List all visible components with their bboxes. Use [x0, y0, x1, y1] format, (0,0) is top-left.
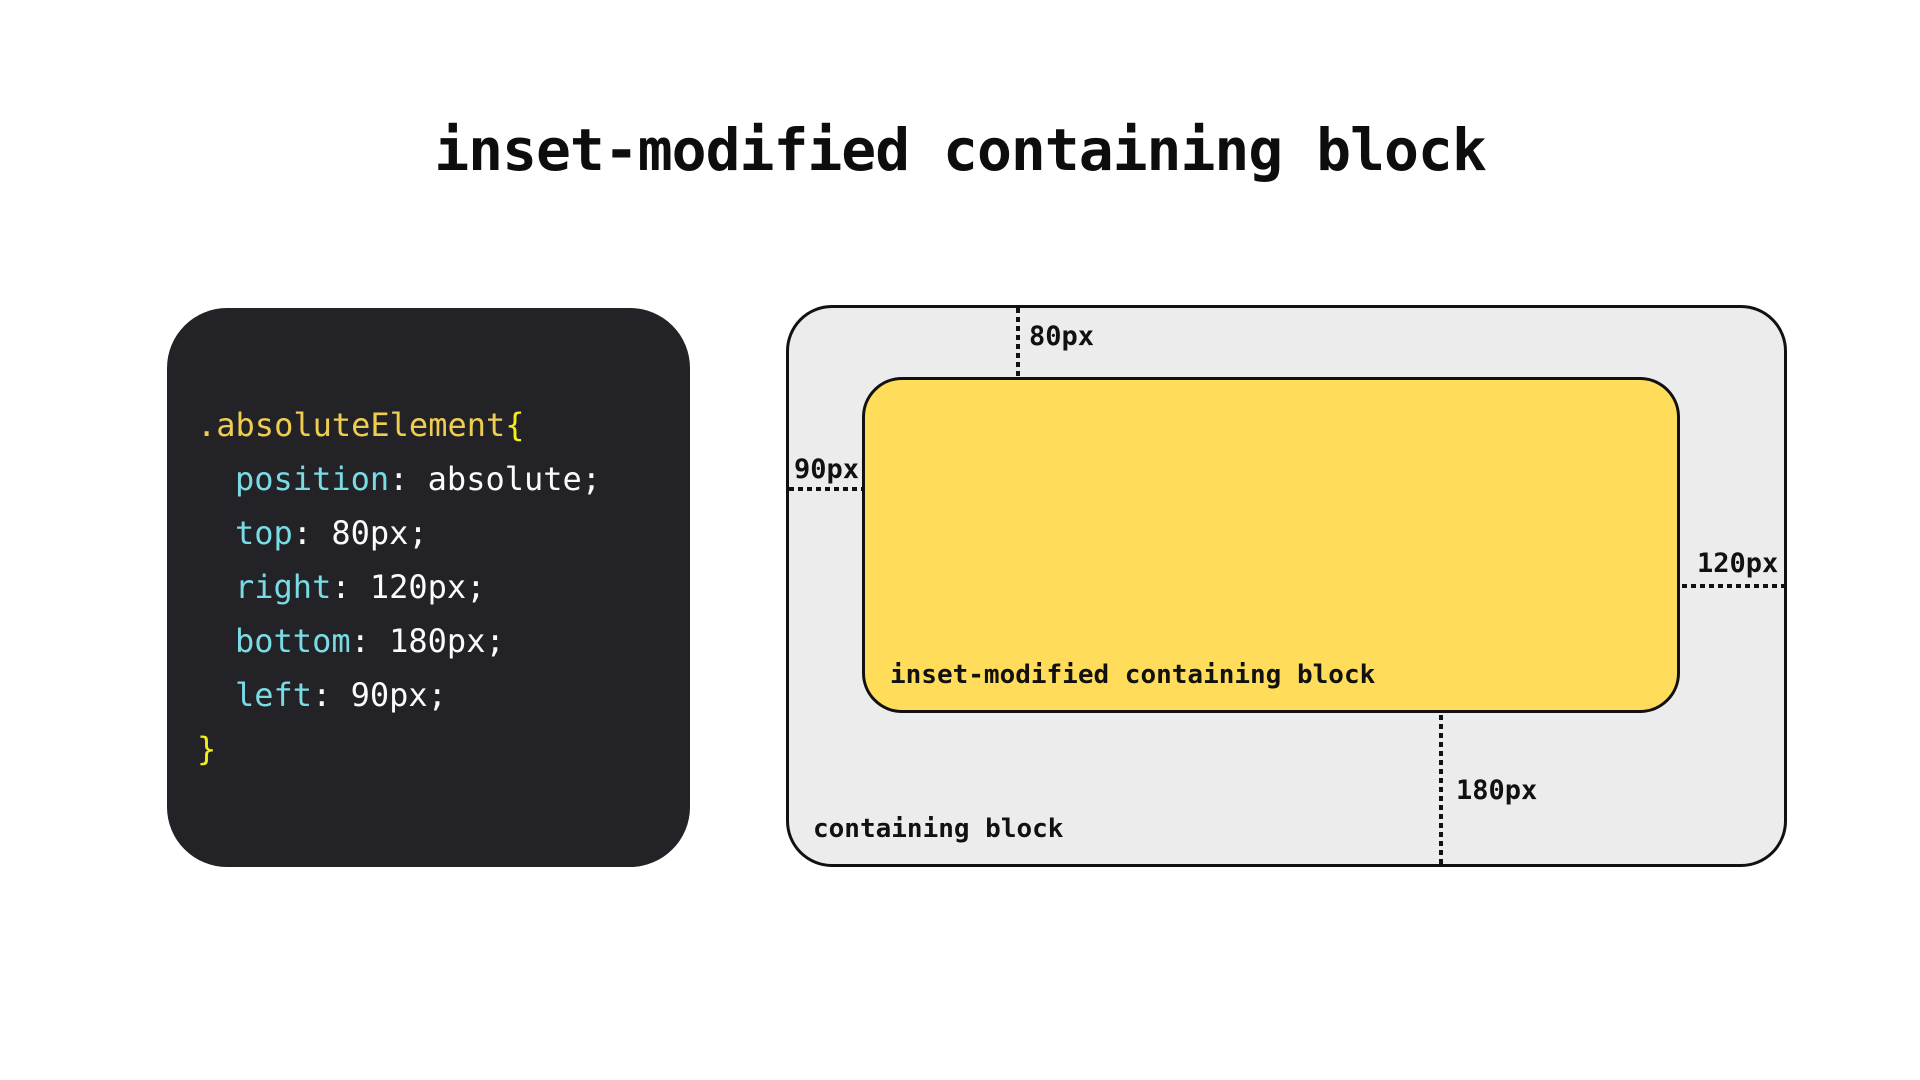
code-line-left: left: 90px;	[197, 668, 690, 722]
open-brace-token: {	[505, 406, 525, 444]
css-value-token: : absolute;	[389, 460, 602, 498]
containing-block: inset-modified containing block 80px 90p…	[786, 305, 1787, 867]
css-value-token: : 80px;	[292, 514, 428, 552]
right-inset-dotted-line	[1682, 584, 1787, 588]
right-inset-label: 120px	[1697, 548, 1779, 579]
css-property-token: left	[235, 676, 313, 714]
left-inset-label: 90px	[794, 454, 860, 485]
containing-block-label: containing block	[813, 814, 1064, 844]
left-inset-dotted-line	[789, 487, 862, 491]
css-value-token: : 180px;	[350, 622, 505, 660]
css-code-panel: .absoluteElement{ position: absolute; to…	[167, 308, 690, 867]
bottom-inset-label: 180px	[1456, 775, 1538, 806]
close-brace-token: }	[197, 730, 217, 768]
css-property-token: top	[235, 514, 293, 552]
css-value-token: : 120px;	[331, 568, 486, 606]
page-title: inset-modified containing block	[434, 116, 1487, 184]
bottom-inset-dotted-line	[1439, 715, 1443, 865]
code-line-top: top: 80px;	[197, 506, 690, 560]
css-selector-token: .absoluteElement	[197, 406, 506, 444]
code-line-position: position: absolute;	[197, 452, 690, 506]
top-inset-label: 80px	[1029, 321, 1095, 352]
css-property-token: bottom	[235, 622, 351, 660]
code-line-right: right: 120px;	[197, 560, 690, 614]
code-line-close: }	[197, 722, 690, 776]
css-property-token: right	[235, 568, 332, 606]
code-line-selector: .absoluteElement{	[197, 398, 690, 452]
inset-block-label: inset-modified containing block	[890, 660, 1376, 690]
css-property-token: position	[235, 460, 390, 498]
inset-modified-containing-block: inset-modified containing block	[862, 377, 1680, 713]
code-line-bottom: bottom: 180px;	[197, 614, 690, 668]
css-value-token: : 90px;	[312, 676, 447, 714]
top-inset-dotted-line	[1016, 308, 1020, 377]
